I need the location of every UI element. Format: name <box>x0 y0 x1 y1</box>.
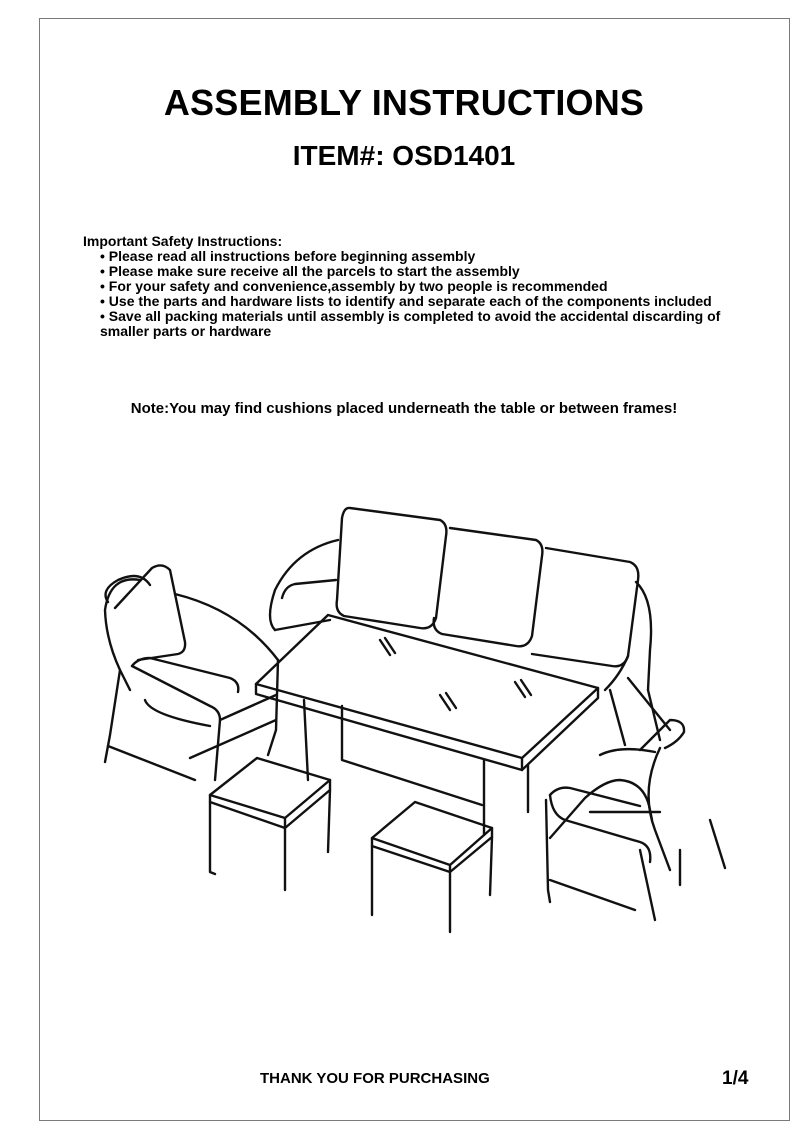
patio-furniture-illustration <box>103 506 727 934</box>
safety-heading: Important Safety Instructions: <box>83 233 283 249</box>
safety-instructions: Important Safety Instructions: Please re… <box>83 234 773 339</box>
safety-item: Please read all instructions before begi… <box>100 249 773 264</box>
thank-you-text: THANK YOU FOR PURCHASING <box>260 1070 490 1087</box>
table-drawing <box>254 613 600 837</box>
page-title: ASSEMBLY INSTRUCTIONS <box>163 82 645 123</box>
page-number: 1/4 <box>722 1068 749 1089</box>
safety-item: For your safety and convenience,assembly… <box>100 279 773 294</box>
left-armchair-drawing <box>103 564 280 782</box>
safety-item: Save all packing materials until assembl… <box>100 309 773 339</box>
item-number: ITEM#: OSD1401 <box>292 140 516 171</box>
safety-list: Please read all instructions before begi… <box>83 249 773 339</box>
left-ottoman-drawing <box>208 756 332 892</box>
right-armchair-drawing <box>544 718 727 922</box>
right-ottoman-drawing <box>370 800 494 934</box>
cushion-note: Note:You may find cushions placed undern… <box>130 400 678 417</box>
page-border <box>39 18 790 1121</box>
safety-item: Please make sure receive all the parcels… <box>100 264 773 279</box>
sofa-drawing <box>268 506 672 747</box>
safety-item: Use the parts and hardware lists to iden… <box>100 294 773 309</box>
